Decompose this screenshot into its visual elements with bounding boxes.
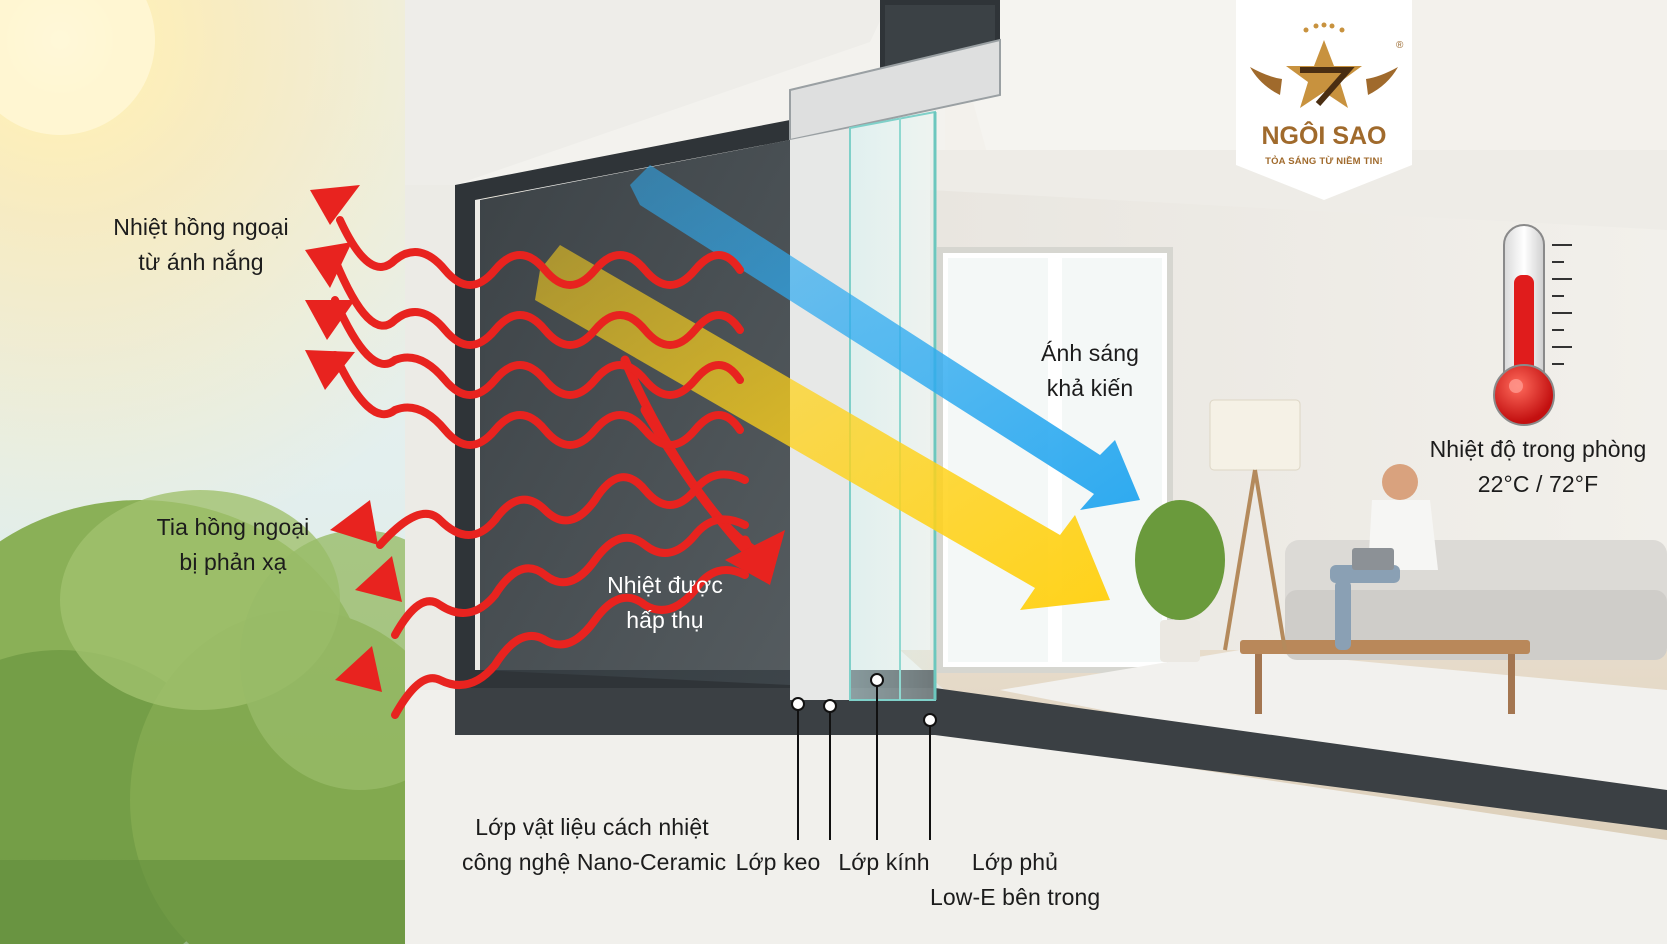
label-layer-glass-line1: Lớp kính	[838, 849, 930, 875]
label-layer-lowe-line1: Lớp phủ	[971, 849, 1059, 875]
logo-slogan: TỎA SÁNG TỪ NIỀM TIN!	[1265, 156, 1383, 167]
label-infrared-sun-line1: Nhiệt hồng ngoại	[113, 214, 289, 240]
label-infrared-sun: Nhiệt hồng ngoại từ ánh nắng	[106, 210, 296, 280]
label-layer-nano-ceramic-line2: công nghệ Nano-Ceramic	[462, 849, 727, 875]
thermometer-icon	[1493, 224, 1572, 426]
label-layer-adhesive-line1: Lớp keo	[735, 849, 821, 875]
infrared-arrowheads	[305, 185, 402, 692]
infrared-wave-arrows	[331, 216, 749, 719]
label-infrared-reflected-line1: Tia hồng ngoại	[156, 514, 310, 540]
trees-background	[0, 490, 480, 944]
label-visible-light: Ánh sáng khả kiến	[1025, 336, 1155, 406]
label-infrared-reflected: Tia hồng ngoại bị phản xạ	[148, 510, 318, 580]
label-layer-nano-ceramic: Lớp vật liệu cách nhiệt công nghệ Nano-C…	[462, 810, 727, 880]
visible-light-arrow	[630, 165, 1140, 510]
label-heat-absorbed: Nhiệt được hấp thụ	[590, 568, 740, 638]
label-visible-light-line1: Ánh sáng	[1041, 340, 1139, 366]
label-visible-light-line2: khả kiến	[1046, 375, 1134, 401]
layer-pointers	[797, 680, 931, 840]
sun	[0, 0, 155, 135]
label-room-temperature: Nhiệt độ trong phòng 22°C / 72°F	[1428, 432, 1648, 502]
label-infrared-sun-line2: từ ánh nắng	[138, 249, 264, 275]
sunlight-arrow	[535, 245, 1110, 610]
absorbed-heat-arrowhead	[725, 530, 785, 585]
label-layer-lowe: Lớp phủ Low-E bên trong	[930, 845, 1100, 915]
label-layer-nano-ceramic-line1: Lớp vật liệu cách nhiệt	[475, 814, 709, 840]
label-layer-glass: Lớp kính	[834, 845, 934, 880]
label-layer-adhesive: Lớp keo	[730, 845, 826, 880]
layer-pointer-dots	[791, 673, 937, 727]
registered-mark: ®	[1396, 40, 1404, 51]
label-heat-absorbed-line2: hấp thụ	[626, 607, 704, 633]
logo-brand-name: NGÔI SAO	[1261, 122, 1387, 150]
label-heat-absorbed-line1: Nhiệt được	[607, 572, 723, 598]
label-layer-lowe-line2: Low-E bên trong	[930, 884, 1101, 910]
label-infrared-reflected-line2: bị phản xạ	[179, 549, 287, 575]
logo-emblem	[1250, 22, 1398, 108]
label-room-temperature-line2: 22°C / 72°F	[1477, 471, 1599, 497]
label-room-temperature-line1: Nhiệt độ trong phòng	[1429, 436, 1647, 462]
